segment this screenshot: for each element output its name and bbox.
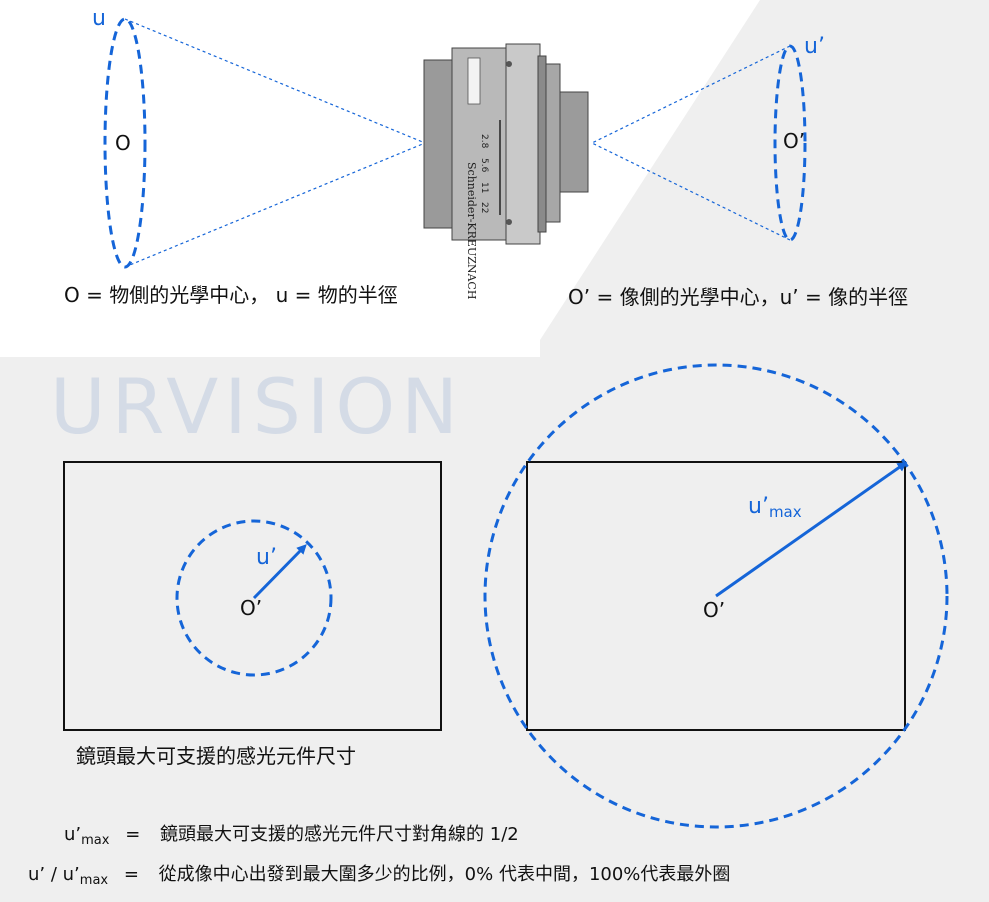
small-sensor-diagram <box>63 461 442 731</box>
object-radius-label: u <box>92 6 106 31</box>
max-radius-label-sub: max <box>768 503 802 521</box>
lens-brand-text: Schneider-KREUZNACH <box>465 162 478 299</box>
image-center-label: O’ <box>783 129 806 153</box>
definition-eq: = <box>125 824 141 845</box>
image-radius-label: u’ <box>804 34 825 59</box>
object-cone <box>103 17 426 269</box>
image-cone <box>591 44 807 242</box>
max-center-label: O’ <box>703 598 726 622</box>
small-radius-label: u’ <box>256 545 277 570</box>
lens-illustration: Schneider-KREUZNACH 2.8 5.6 11 22 <box>423 43 589 299</box>
lens-aperture-mark: 5.6 <box>479 158 489 173</box>
max-radius-label-main: u’ <box>748 494 769 519</box>
lens-aperture-mark: 11 <box>479 182 489 193</box>
max-sensor-diagram <box>483 363 949 829</box>
definition-term: u’ / u’ <box>28 864 80 885</box>
definition-term-sub: max <box>79 873 109 888</box>
max-radius-label: u’max <box>748 494 802 521</box>
lens-aperture-mark: 22 <box>479 202 489 213</box>
sensor-size-caption: 鏡頭最大可支援的感光元件尺寸 <box>76 744 356 768</box>
definition-text: 鏡頭最大可支援的感光元件尺寸對角線的 1/2 <box>160 824 519 845</box>
definition-row: u’ / u’max = 從成像中心出發到最大圍多少的比例，0% 代表中間，10… <box>28 860 730 888</box>
watermark-logo: URVISION <box>50 362 464 451</box>
lens-aperture-mark: 2.8 <box>479 134 489 149</box>
object-center-label: O <box>115 131 131 155</box>
object-caption: O = 物側的光學中心， u = 物的半徑 <box>64 283 398 307</box>
small-center-label: O’ <box>240 596 263 620</box>
definition-term: u’ <box>64 824 82 845</box>
definition-row: u’max = 鏡頭最大可支援的感光元件尺寸對角線的 1/2 <box>64 820 519 848</box>
definition-term-sub: max <box>81 833 110 848</box>
definition-text: 從成像中心出發到最大圍多少的比例，0% 代表中間，100%代表最外圈 <box>158 864 731 885</box>
definition-eq: = <box>123 864 139 885</box>
image-caption: O’ = 像側的光學中心，u’ = 像的半徑 <box>568 285 909 309</box>
